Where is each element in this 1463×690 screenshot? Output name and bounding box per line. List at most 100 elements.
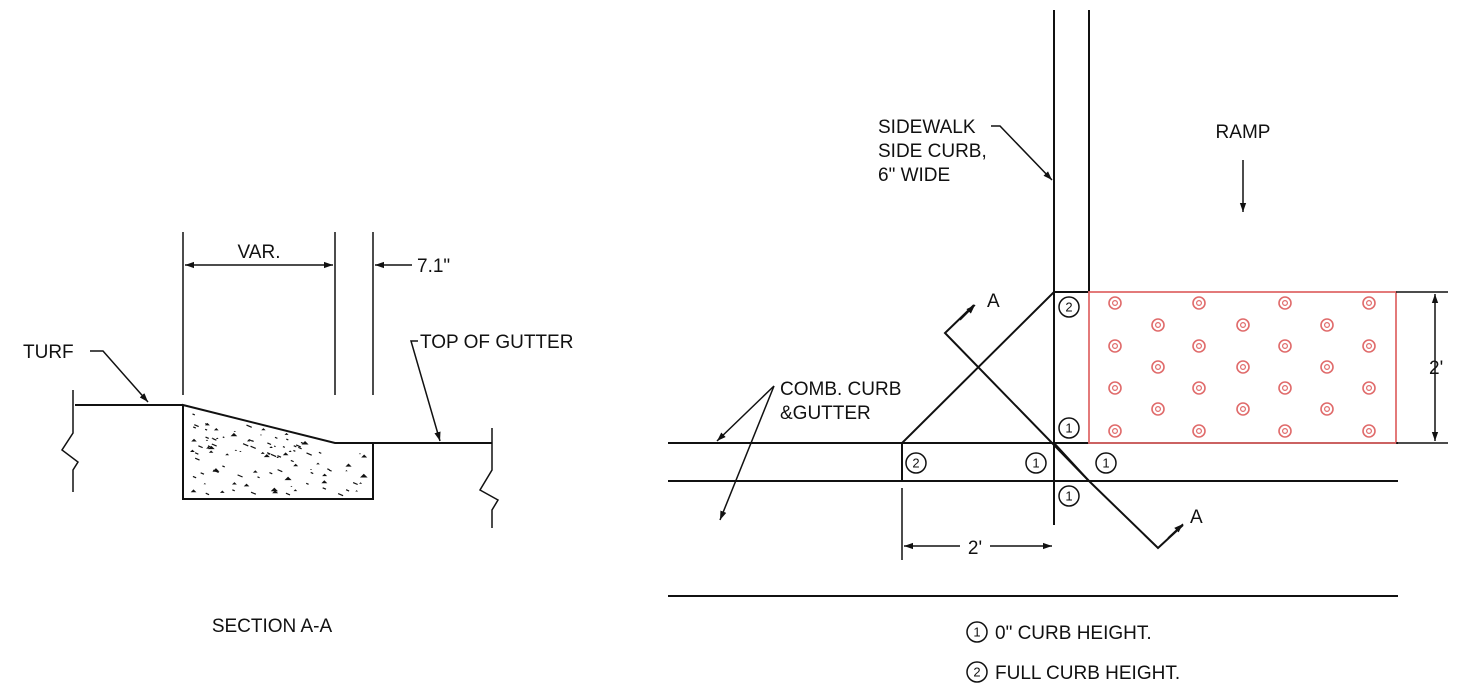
turf-leader — [90, 350, 149, 403]
aggregate-speck — [288, 450, 292, 452]
aggregate-speck — [293, 463, 299, 467]
svg-text:1: 1 — [973, 625, 980, 640]
aggregate-speck — [327, 468, 330, 471]
truncated-dome-center — [1111, 343, 1118, 350]
truncated-domes — [1108, 296, 1376, 438]
aggregate-speck — [298, 446, 302, 450]
aggregate-speck — [232, 489, 235, 492]
aggregate-speck — [301, 440, 309, 445]
var-dimension-label: VAR. — [238, 242, 281, 263]
aggregate-speck — [248, 438, 253, 442]
aggregate-speck — [272, 490, 279, 494]
aggregate-speck — [205, 423, 209, 426]
truncated-dome-center — [1281, 300, 1288, 307]
truncated-dome — [1151, 318, 1165, 332]
plan-view: A A 2' 2' SIDEWALK SIDE CURB, 6" WIDE RA… — [668, 10, 1448, 597]
aggregate-speck — [190, 489, 197, 493]
aggregate-speck — [355, 490, 359, 492]
cut-arrow-top — [959, 304, 976, 321]
aggregate-speck — [309, 468, 313, 470]
truncated-dome-center — [1323, 364, 1330, 371]
truncated-dome-center — [1281, 343, 1288, 350]
aggregate-speck — [246, 424, 252, 428]
legend-item-1-text: 0" CURB HEIGHT. — [995, 623, 1152, 644]
aggregate-speck — [192, 413, 196, 416]
aggregate-speck — [282, 446, 286, 448]
aggregate-speck — [194, 452, 199, 455]
truncated-dome — [1151, 360, 1165, 374]
truncated-dome — [1192, 424, 1206, 438]
aggregate-speck — [286, 438, 289, 441]
svg-text:2: 2 — [912, 456, 919, 471]
aggregate-speck — [207, 445, 211, 448]
truncated-dome-center — [1281, 385, 1288, 392]
truncated-dome-center — [1365, 300, 1372, 307]
dim-7-1-label: 7.1" — [417, 256, 450, 277]
svg-text:1: 1 — [1102, 456, 1109, 471]
truncated-dome — [1320, 360, 1334, 374]
truncated-dome — [1108, 381, 1122, 395]
aggregate-speck — [277, 455, 282, 458]
aggregate-speck — [269, 472, 273, 475]
aggregate-speck — [205, 436, 209, 439]
marker-1-corner: 1 — [1058, 417, 1080, 439]
aggregate-speck — [284, 432, 289, 435]
comb-curb-leader-1 — [716, 385, 775, 442]
truncated-dome — [1362, 296, 1376, 310]
aggregate-speck — [316, 462, 320, 465]
aggregate-speck — [194, 424, 199, 428]
marker-1-curb-right: 1 — [1095, 452, 1117, 474]
truncated-dome — [1151, 402, 1165, 416]
aggregate-speck — [198, 445, 203, 449]
aggregate-speck — [285, 492, 291, 496]
marker-1-bottom: 1 — [1058, 485, 1080, 507]
svg-text:1: 1 — [1065, 421, 1072, 436]
marker-1-curb-left: 1 — [1025, 452, 1047, 474]
truncated-dome-center — [1365, 343, 1372, 350]
aggregate-speck — [211, 443, 217, 447]
legend-item-2: 2 FULL CURB HEIGHT. — [966, 661, 1180, 684]
truncated-dome — [1278, 381, 1292, 395]
marker-2-flare: 2 — [905, 452, 927, 474]
truncated-dome — [1320, 318, 1334, 332]
aggregate-speck — [293, 449, 296, 452]
section-mark-bottom: A — [1190, 507, 1203, 528]
aggregate-speck — [284, 476, 292, 481]
svg-text:1: 1 — [1065, 489, 1072, 504]
legend-item-1: 1 0" CURB HEIGHT. — [966, 621, 1152, 644]
aggregate-speck — [345, 463, 352, 467]
truncated-dome — [1320, 402, 1334, 416]
truncated-dome — [1192, 339, 1206, 353]
section-title: SECTION A-A — [212, 616, 333, 637]
ramp-label: RAMP — [1216, 122, 1271, 143]
comb-curb-leader-2 — [719, 385, 775, 521]
truncated-dome-center — [1323, 322, 1330, 329]
marker-2-top: 2 — [1058, 296, 1080, 318]
dimension-2ft-vertical-label: 2' — [1429, 358, 1443, 379]
aggregate-speck — [233, 430, 236, 432]
aggregate-speck — [206, 446, 211, 449]
dimension-2ft-horizontal-label: 2' — [968, 538, 982, 559]
aggregate-speck — [232, 482, 237, 485]
aggregate-speck — [293, 445, 297, 448]
aggregate-speck — [213, 428, 219, 431]
truncated-dome-center — [1239, 406, 1246, 413]
truncated-dome-center — [1154, 406, 1161, 413]
aggregate-speck — [250, 491, 257, 495]
truncated-dome — [1236, 360, 1250, 374]
aggregate-speck — [266, 452, 271, 455]
truncated-dome-center — [1154, 322, 1161, 329]
dimension-2ft-label-bg — [960, 535, 990, 557]
truncated-dome — [1362, 424, 1376, 438]
truncated-dome-center — [1111, 428, 1118, 435]
aggregate-speck — [310, 471, 314, 475]
aggregate-speck — [352, 482, 358, 486]
aggregate-speck — [274, 436, 278, 439]
truncated-dome-center — [1239, 322, 1246, 329]
aggregate-speck — [205, 439, 209, 441]
aggregate-speck — [360, 473, 368, 478]
aggregate-speck — [322, 487, 327, 490]
truncated-dome — [1362, 339, 1376, 353]
aggregate-speck — [361, 454, 368, 458]
